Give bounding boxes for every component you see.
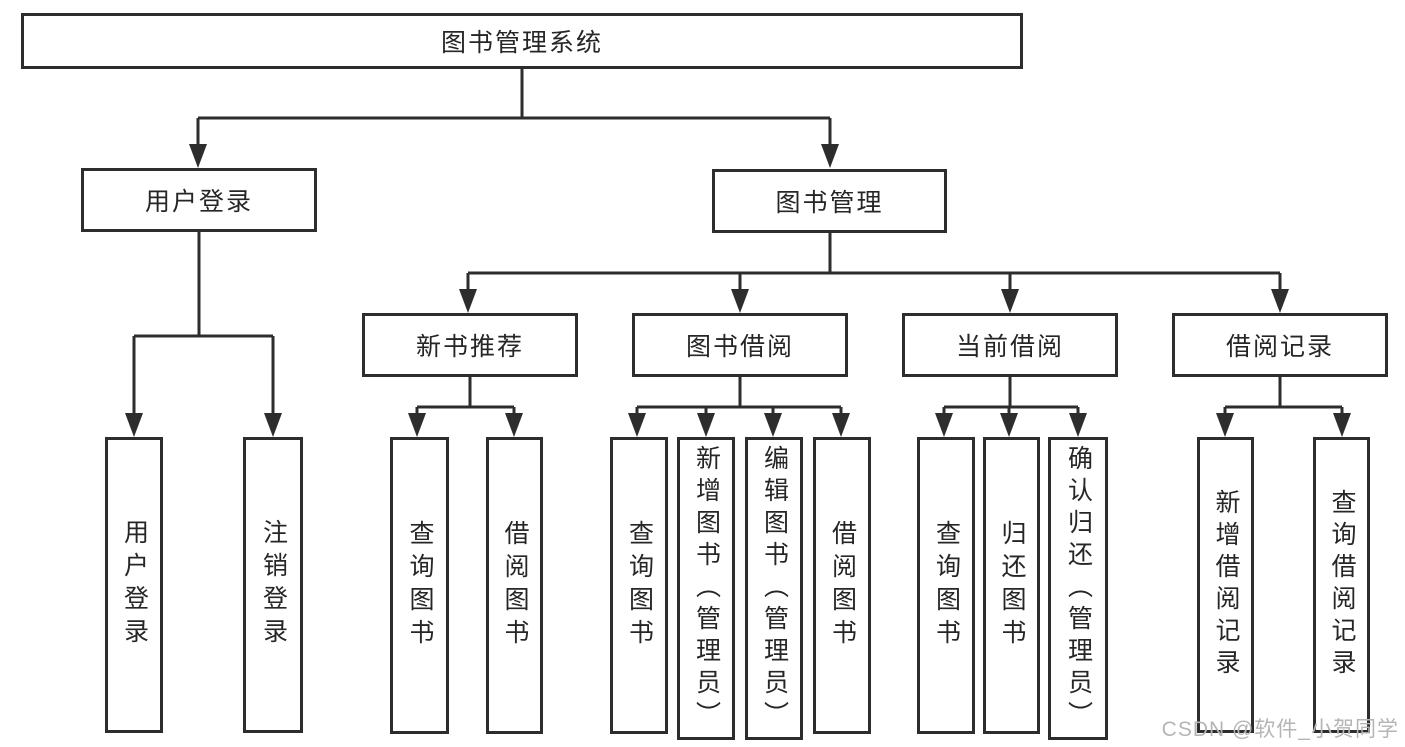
node-book-management: 图书管理 xyxy=(712,169,947,233)
node-user-login: 用户登录 xyxy=(81,168,317,232)
leaf-cb-query-book: 查询图书 xyxy=(917,437,975,734)
node-current-borrowing: 当前借阅 xyxy=(902,313,1118,377)
leaf-br-add-record: 新增借阅记录 xyxy=(1197,437,1254,733)
leaf-user-login: 用户登录 xyxy=(105,437,163,733)
leaf-nb-borrow-book: 借阅图书 xyxy=(486,437,543,734)
leaf-br-query-record: 查询借阅记录 xyxy=(1313,437,1370,733)
leaf-logout-login: 注销登录 xyxy=(243,437,303,733)
leaf-cb-return-book: 归还图书 xyxy=(983,437,1040,734)
tree-edges xyxy=(132,69,1344,416)
leaf-cb-confirm-return-admin: 确认归还（管理员） xyxy=(1048,437,1108,740)
node-library-management-system: 图书管理系统 xyxy=(21,13,1023,69)
leaf-bb-edit-book-admin: 编辑图书（管理员） xyxy=(745,437,803,740)
node-new-book-recommendation: 新书推荐 xyxy=(362,313,578,377)
leaf-nb-query-book: 查询图书 xyxy=(390,437,449,734)
node-borrowing-records: 借阅记录 xyxy=(1172,313,1388,377)
arrowheads xyxy=(125,144,1351,437)
node-book-borrowing: 图书借阅 xyxy=(632,313,848,377)
leaf-bb-add-book-admin: 新增图书（管理员） xyxy=(677,437,735,740)
csdn-watermark: CSDN @软件_小贺同学 xyxy=(1161,718,1399,741)
leaf-bb-borrow-book: 借阅图书 xyxy=(813,437,871,734)
leaf-bb-query-book: 查询图书 xyxy=(610,437,668,734)
